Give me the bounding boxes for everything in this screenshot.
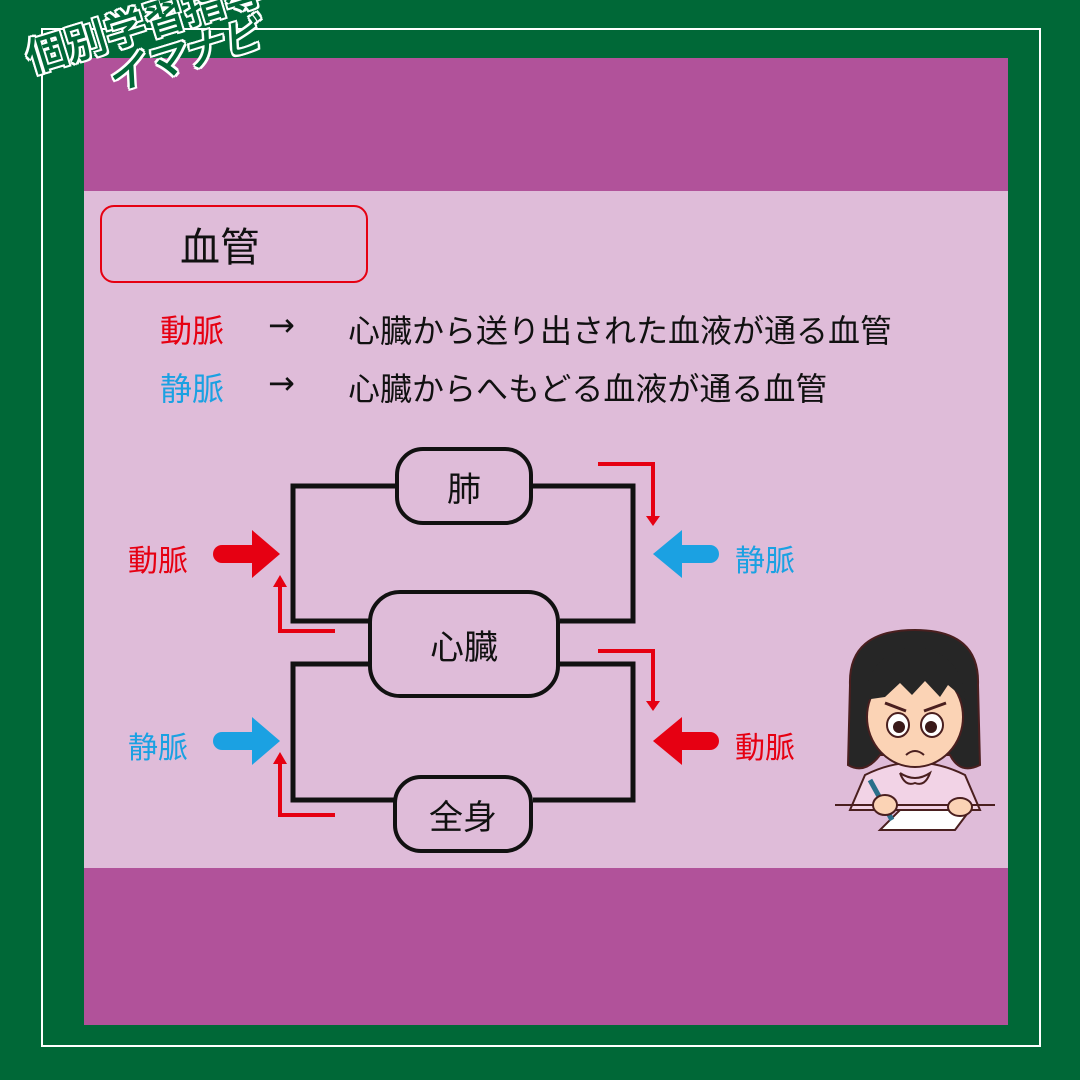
- flow-arrow-lung-out: [598, 462, 655, 518]
- organ-heart-label: 心臓: [430, 627, 498, 668]
- definition-term: 動脈: [160, 312, 225, 350]
- thick-arrow-right-blue-icon: [213, 717, 280, 765]
- thick-arrow-left-red-icon: [653, 717, 719, 765]
- student-writing-icon: [835, 628, 995, 831]
- definition-vein: 静脈 → 心臓からへもどる血液が通る血管: [160, 364, 827, 410]
- pulmonary-loop-line: [533, 483, 636, 624]
- arrowhead-up-icon: [273, 575, 287, 587]
- arrowhead-up-icon: [273, 752, 287, 764]
- systemic-loop-line: [533, 661, 636, 803]
- right-arrow-icon: →: [268, 364, 295, 402]
- flow-arrow-heart-out-lung: [278, 585, 335, 633]
- outer-frame-border: [41, 28, 1041, 1047]
- thick-arrow-right-red-icon: [213, 530, 280, 578]
- definition-text: 心臓からへもどる血液が通る血管: [348, 370, 828, 408]
- thick-arrow-left-blue-icon: [653, 530, 719, 578]
- page-title: 血管: [180, 225, 260, 271]
- label-artery-lower-right: 動脈: [735, 731, 795, 766]
- systemic-loop-line: [290, 661, 395, 803]
- label-vein-upper-right: 静脈: [735, 544, 795, 579]
- organ-body: 全身: [393, 775, 533, 853]
- definition-text: 心臓から送り出された血液が通る血管: [348, 312, 893, 350]
- label-vein-lower-left: 静脈: [128, 731, 188, 766]
- definition-artery: 動脈 → 心臓から送り出された血液が通る血管: [160, 306, 892, 352]
- organ-body-label: 全身: [429, 797, 497, 838]
- organ-lung-label: 肺: [447, 469, 481, 510]
- label-artery-upper-left: 動脈: [128, 544, 188, 579]
- flow-arrow-heart-out-body: [598, 649, 655, 703]
- arrowhead-down-icon: [646, 516, 660, 526]
- title-box: 血管: [100, 205, 368, 283]
- organ-lung: 肺: [395, 447, 533, 525]
- pulmonary-loop-line: [290, 483, 400, 624]
- definition-term: 静脈: [160, 370, 225, 408]
- arrowhead-down-icon: [646, 701, 660, 711]
- organ-heart: 心臓: [368, 590, 560, 698]
- right-arrow-icon: →: [268, 306, 295, 344]
- flow-arrow-body-in: [278, 762, 335, 817]
